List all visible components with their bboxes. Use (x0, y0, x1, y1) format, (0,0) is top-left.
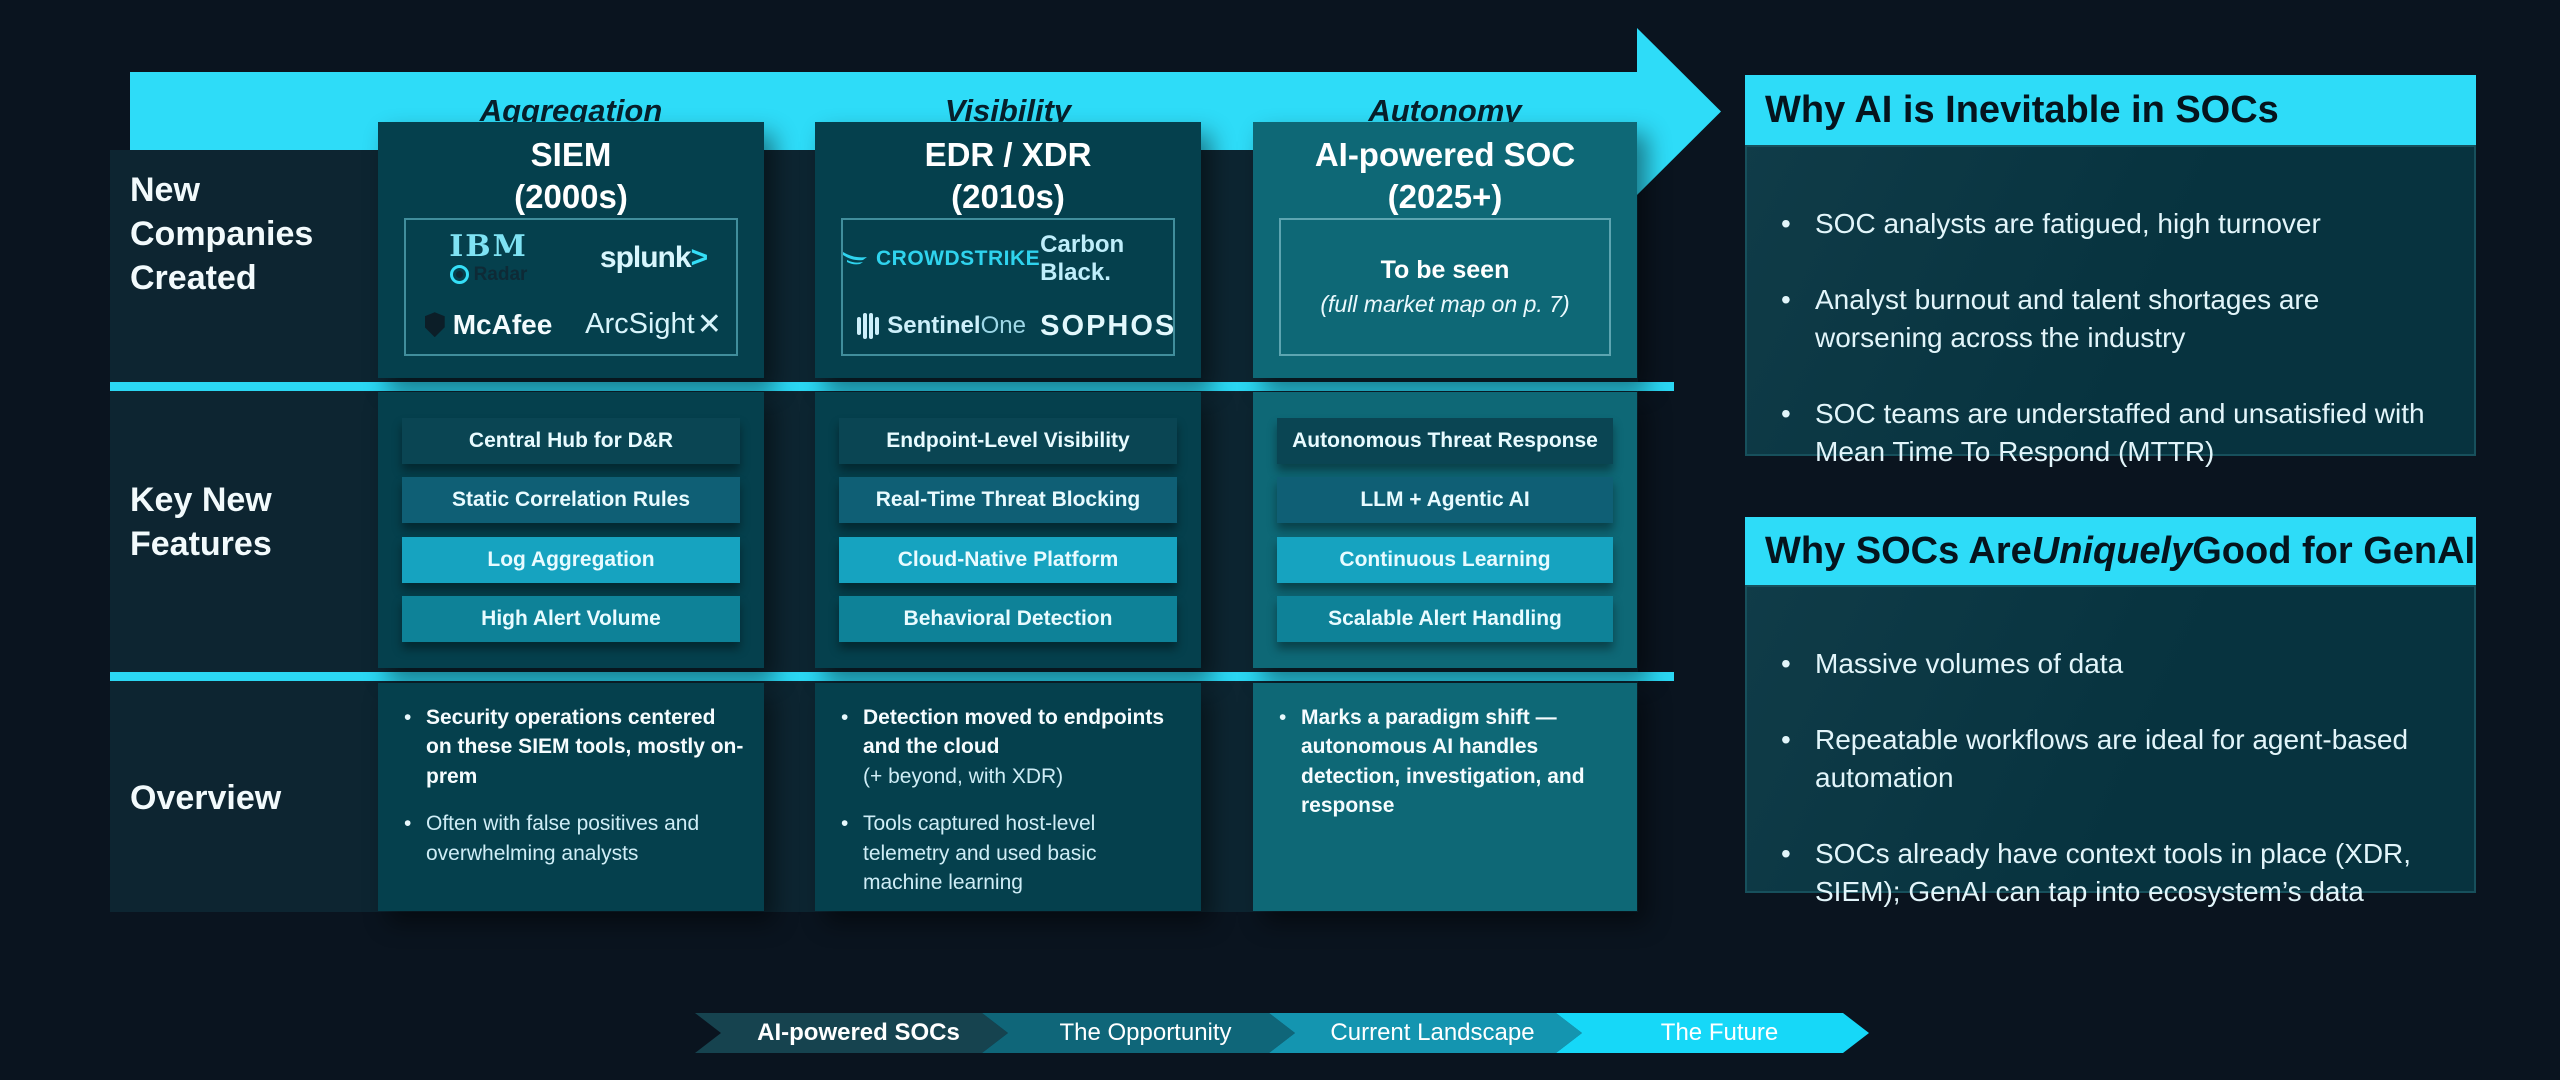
feature-pill: Real-Time Threat Blocking (839, 477, 1177, 524)
edr-era-box: EDR / XDR (2010s) CROWDSTRIKE Carbon Bla… (815, 122, 1201, 378)
feature-pill: Cloud-Native Platform (839, 536, 1177, 583)
edr-title-line: EDR / XDR (924, 136, 1092, 173)
feature-pill: Scalable Alert Handling (1277, 596, 1613, 643)
row-divider-2 (110, 672, 1674, 681)
sentinelone-logo-text: SentinelOne (887, 312, 1026, 340)
panel-bullet: Analyst burnout and talent shortages are… (1771, 281, 2448, 357)
overview-bold-text: Marks a paradigm shift — autonomous AI h… (1301, 706, 1585, 818)
nav-step-ai-powered-socs[interactable]: AI-powered SOCs (695, 1013, 1008, 1053)
mcafee-logo-text: McAfee (452, 308, 553, 340)
splunk-logo-text: splunk (599, 240, 692, 274)
edr-title: EDR / XDR (2010s) (815, 134, 1201, 217)
mcafee-logo: McAfee (424, 308, 553, 341)
ibm-qradar-logo: IBM Radar (449, 228, 528, 285)
edr-logo-panel: CROWDSTRIKE Carbon Black. SentinelOne SO… (841, 218, 1175, 356)
overview-bullet: Detection moved to endpoints and the clo… (837, 703, 1181, 791)
feature-pill: Continuous Learning (1277, 536, 1613, 583)
splunk-arrow-glyph: > (690, 240, 709, 274)
overview-text: Tools captured host-level telemetry and … (863, 812, 1097, 894)
feature-pill: Behavioral Detection (839, 596, 1177, 643)
panel-title-suffix: Good for GenAI (2192, 529, 2476, 572)
to-be-seen-text: To be seen (1380, 256, 1510, 284)
siem-logo-panel: IBM Radar splunk > McAfee ArcSight ✕ (404, 218, 738, 356)
overview-text: Often with false positives and overwhelm… (426, 812, 700, 865)
market-map-note: (full market map on p. 7) (1320, 291, 1570, 317)
feature-pill: Log Aggregation (402, 536, 740, 583)
overview-text: (+ beyond, with XDR) (863, 764, 1064, 788)
arcsight-x-icon: ✕ (696, 308, 722, 342)
edr-overview-box: Detection moved to endpoints and the clo… (815, 683, 1201, 911)
ai-soc-subtitle: (2025+) (1387, 177, 1503, 215)
sentinelone-text-bold: Sentinel (887, 312, 981, 340)
nav-step-the-future[interactable]: The Future (1556, 1013, 1869, 1053)
siem-features-box: Central Hub for D&R Static Correlation R… (378, 392, 764, 668)
ai-soc-overview-box: Marks a paradigm shift — autonomous AI h… (1253, 683, 1637, 911)
feature-pill: Static Correlation Rules (402, 477, 740, 524)
panel-bullet: Massive volumes of data (1771, 645, 2448, 683)
crowdstrike-logo: CROWDSTRIKE (843, 247, 1040, 271)
qradar-q-icon (449, 264, 469, 284)
sophos-logo: SOPHOS (1040, 310, 1176, 343)
feature-pill: Autonomous Threat Response (1277, 417, 1613, 464)
siem-title-line: SIEM (530, 136, 612, 173)
row-label-overview: Overview (130, 779, 282, 817)
nav-step-the-opportunity[interactable]: The Opportunity (982, 1013, 1295, 1053)
nav-step-current-landscape[interactable]: Current Landscape (1269, 1013, 1582, 1053)
row-label-key-features: Key New Features (130, 481, 272, 564)
panel-why-socs-good-body: Massive volumes of data Repeatable workf… (1745, 585, 2476, 907)
panel-title-prefix: Why SOCs Are (1765, 529, 2032, 572)
qradar-logo-text: Radar (473, 263, 528, 285)
feature-pill: LLM + Agentic AI (1277, 477, 1613, 524)
ai-soc-features-box: Autonomous Threat Response LLM + Agentic… (1253, 392, 1637, 668)
ibm-logo-text: IBM (449, 228, 528, 264)
arcsight-logo-text: ArcSight (585, 308, 695, 341)
panel-bullet: SOC analysts are fatigued, high turnover (1771, 205, 2448, 243)
overview-bullet: Security operations centered on these SI… (400, 703, 744, 791)
siem-era-box: SIEM (2000s) IBM Radar splunk > McAfee A… (378, 122, 764, 378)
feature-pill: High Alert Volume (402, 596, 740, 643)
ai-soc-title: AI-powered SOC (2025+) (1253, 134, 1637, 217)
siem-subtitle: (2000s) (514, 177, 628, 215)
overview-bullet: Often with false positives and overwhelm… (400, 809, 744, 868)
overview-bold-text: Security operations centered on these SI… (426, 706, 744, 788)
mcafee-shield-icon (424, 312, 445, 338)
edr-subtitle: (2010s) (951, 177, 1065, 215)
panel-title-italic: Uniquely (2031, 529, 2193, 572)
sentinelone-text-light: One (980, 312, 1026, 340)
sentinelone-shield-icon (857, 313, 880, 340)
overview-bullet: Tools captured host-level telemetry and … (837, 809, 1181, 897)
panel-why-ai-inevitable-header: Why AI is Inevitable in SOCs (1745, 75, 2476, 145)
ai-soc-era-box: AI-powered SOC (2025+) To be seen (full … (1253, 122, 1637, 378)
ai-soc-title-line: AI-powered SOC (1314, 136, 1576, 173)
carbon-black-logo-text: Carbon Black. (1040, 231, 1125, 287)
panel-bullet: SOCs already have context tools in place… (1771, 835, 2448, 911)
overview-bold-text: Detection moved to endpoints and the clo… (863, 706, 1165, 759)
carbon-black-logo: Carbon Black. (1040, 231, 1176, 287)
crowdstrike-falcon-icon (843, 252, 867, 265)
timeline-arrow-head (1637, 28, 1721, 195)
panel-bullet: Repeatable workflows are ideal for agent… (1771, 721, 2448, 797)
arcsight-logo: ArcSight ✕ (585, 307, 722, 342)
feature-pill: Endpoint-Level Visibility (839, 417, 1177, 464)
ai-soc-placeholder-panel: To be seen (full market map on p. 7) (1279, 218, 1611, 356)
edr-features-box: Endpoint-Level Visibility Real-Time Thre… (815, 392, 1201, 668)
sentinelone-logo: SentinelOne (857, 312, 1026, 340)
siem-overview-box: Security operations centered on these SI… (378, 683, 764, 911)
siem-title: SIEM (2000s) (378, 134, 764, 217)
panel-why-socs-good-header: Why SOCs Are Uniquely Good for GenAI (1745, 517, 2476, 585)
overview-bullet: Marks a paradigm shift — autonomous AI h… (1275, 703, 1617, 821)
qradar-lockup: Radar (449, 263, 528, 285)
panel-why-ai-inevitable-body: SOC analysts are fatigued, high turnover… (1745, 145, 2476, 467)
feature-pill: Central Hub for D&R (402, 417, 740, 464)
splunk-logo: splunk > (599, 240, 709, 275)
sophos-logo-text: SOPHOS (1040, 309, 1177, 342)
row-label-new-companies: New Companies Created (130, 171, 314, 298)
panel-bullet: SOC teams are understaffed and unsatisfi… (1771, 395, 2448, 471)
row-divider-1 (110, 382, 1674, 391)
crowdstrike-logo-text: CROWDSTRIKE (876, 247, 1041, 271)
